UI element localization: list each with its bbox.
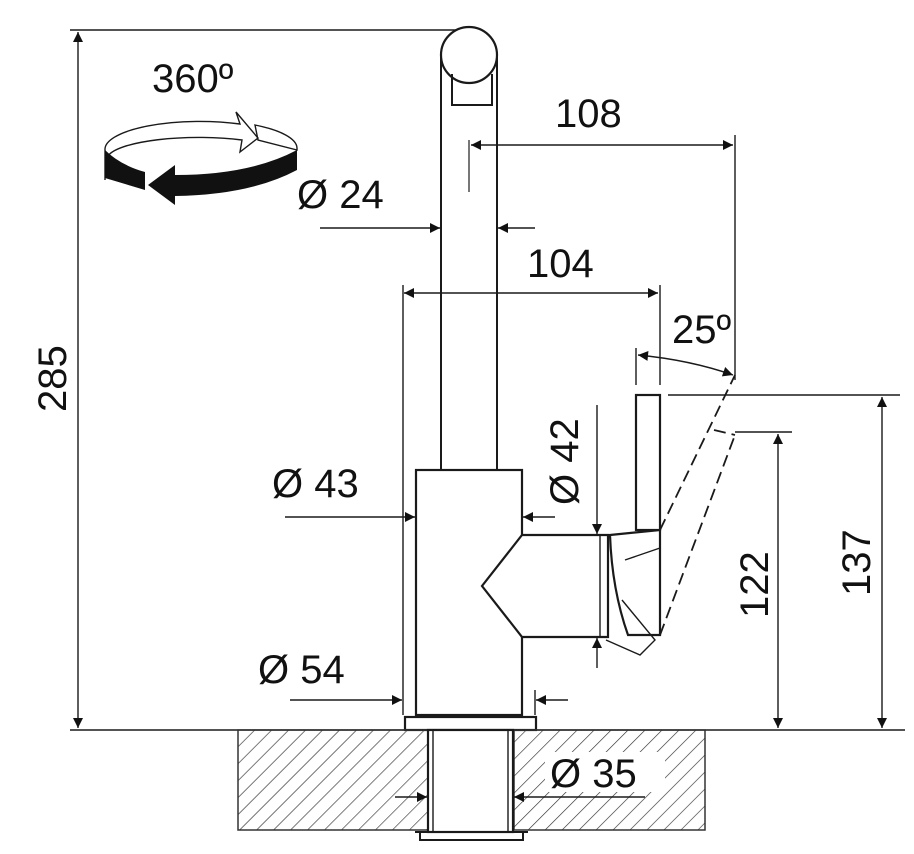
label-diameter-43: Ø 43 (272, 462, 359, 506)
dimension-137 (668, 394, 900, 728)
label-diameter-24: Ø 24 (297, 173, 384, 217)
label-285: 285 (31, 345, 75, 412)
dimension-angle-25 (635, 348, 734, 385)
mounting-shank (415, 728, 528, 841)
label-diameter-54: Ø 54 (258, 648, 345, 692)
dimension-108 (471, 135, 736, 380)
label-108: 108 (555, 92, 622, 136)
dimension-diameter-54 (290, 690, 568, 715)
label-diameter-42: Ø 42 (543, 418, 587, 505)
lever-handle (605, 393, 662, 656)
label-background (545, 752, 665, 792)
label-diameter-35: Ø 35 (550, 752, 637, 796)
rotation-360-icon (104, 111, 298, 205)
label-angle-25: 25º (672, 308, 731, 352)
label-137: 137 (835, 529, 879, 596)
lever-open-position-dashed (659, 374, 736, 636)
label-122: 122 (733, 551, 777, 618)
base-plate (403, 715, 538, 732)
spout (439, 25, 499, 470)
label-104: 104 (527, 242, 594, 286)
rotation-label: 360º (152, 57, 234, 101)
faucet-body (414, 468, 610, 717)
dimension-122 (735, 431, 792, 728)
